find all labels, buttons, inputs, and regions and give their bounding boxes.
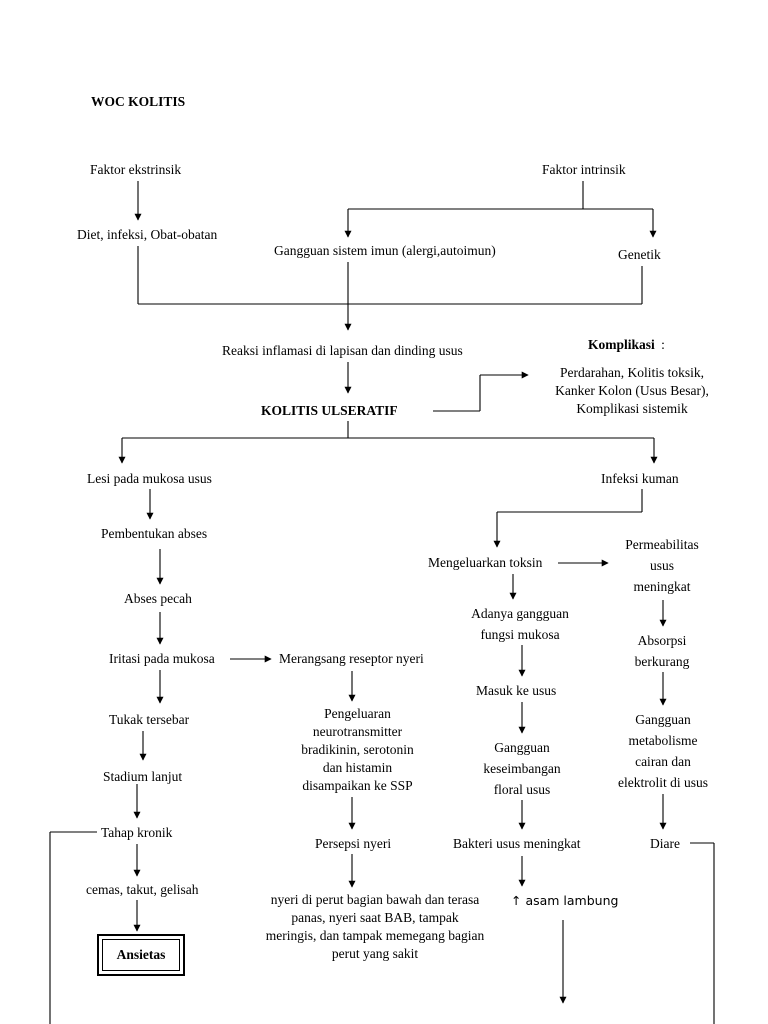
node-diet: Diet, infeksi, Obat-obatan	[77, 227, 218, 242]
komplikasi-line: Perdarahan, Kolitis toksik,	[560, 365, 704, 380]
node-keseimbangan-floral: Gangguan keseimbangan floral usus	[462, 737, 582, 800]
node-persepsi-nyeri: Persepsi nyeri	[315, 836, 392, 851]
nyeri-line: perut yang sakit	[331, 946, 419, 961]
keseimbangan-line: keseimbangan	[483, 761, 561, 776]
node-reaksi-inflamasi: Reaksi inflamasi di lapisan dan dinding …	[222, 343, 463, 358]
komplikasi-label: Komplikasi	[588, 337, 655, 352]
node-pembentukan-abses: Pembentukan abses	[101, 526, 208, 541]
node-infeksi-kuman: Infeksi kuman	[601, 471, 679, 486]
connectors	[49, 181, 715, 1024]
node-tahap-kronik: Tahap kronik	[101, 825, 173, 840]
node-ansietas-box: Ansietas	[97, 934, 185, 976]
pengeluaran-line: bradikinin, serotonin	[301, 742, 414, 757]
page-title: WOC KOLITIS	[91, 94, 186, 109]
node-bakteri-meningkat: Bakteri usus meningkat	[453, 836, 581, 851]
komplikasi-line: Kanker Kolon (Usus Besar),	[555, 383, 709, 398]
adanya-line: fungsi mukosa	[480, 627, 560, 642]
node-merangsang: Merangsang reseptor nyeri	[279, 651, 424, 666]
permeabilitas-line: usus	[649, 558, 674, 573]
absorpsi-line: Absorpsi	[637, 633, 687, 648]
metabolisme-line: cairan dan	[635, 754, 691, 769]
node-kolitis-ulseratif: KOLITIS ULSERATIF	[261, 403, 398, 418]
node-diare: Diare	[650, 836, 680, 851]
absorpsi-line: berkurang	[634, 654, 690, 669]
nyeri-line: nyeri di perut bagian bawah dan terasa	[270, 892, 480, 907]
node-mengeluarkan-toksin: Mengeluarkan toksin	[428, 555, 543, 570]
komplikasi-list: Perdarahan, Kolitis toksik, Kanker Kolon…	[532, 364, 732, 418]
node-cemas: cemas, takut, gelisah	[86, 882, 199, 897]
metabolisme-line: elektrolit di usus	[618, 775, 708, 790]
node-iritasi: Iritasi pada mukosa	[109, 651, 215, 666]
pengeluaran-line: Pengeluaran	[324, 706, 391, 721]
node-asam-lambung: ↑ asam lambung	[511, 893, 619, 908]
node-permeabilitas: Permeabilitas usus meningkat	[602, 534, 722, 597]
node-pengeluaran: Pengeluaran neurotransmitter bradikinin,…	[270, 705, 445, 795]
node-abses-pecah: Abses pecah	[124, 591, 192, 606]
pengeluaran-line: neurotransmitter	[312, 724, 403, 739]
keseimbangan-line: floral usus	[493, 782, 551, 797]
nyeri-line: meringis, dan tampak memegang bagian	[265, 928, 485, 943]
node-ansietas: Ansietas	[102, 939, 180, 971]
komplikasi-colon: :	[661, 337, 665, 352]
pengeluaran-line: dan histamin	[322, 760, 393, 775]
komplikasi-heading: Komplikasi :	[588, 334, 665, 355]
node-stadium: Stadium lanjut	[103, 769, 183, 784]
node-faktor-intrinsik: Faktor intrinsik	[542, 162, 626, 177]
node-adanya-gangguan: Adanya gangguan fungsi mukosa	[450, 603, 590, 645]
node-lesi: Lesi pada mukosa usus	[87, 471, 212, 486]
komplikasi-line: Komplikasi sistemik	[576, 401, 688, 416]
metabolisme-line: metabolisme	[628, 733, 698, 748]
node-nyeri: nyeri di perut bagian bawah dan terasa p…	[240, 891, 510, 963]
node-faktor-ekstrinsik: Faktor ekstrinsik	[90, 162, 182, 177]
pengeluaran-line: disampaikan ke SSP	[302, 778, 413, 793]
node-absorpsi: Absorpsi berkurang	[602, 630, 722, 672]
adanya-line: Adanya gangguan	[471, 606, 569, 621]
node-genetik: Genetik	[618, 247, 661, 262]
keseimbangan-line: Gangguan	[494, 740, 550, 755]
node-masuk-ke-usus: Masuk ke usus	[476, 683, 557, 698]
permeabilitas-line: Permeabilitas	[625, 537, 699, 552]
metabolisme-line: Gangguan	[635, 712, 691, 727]
node-tukak: Tukak tersebar	[109, 712, 190, 727]
nyeri-line: panas, nyeri saat BAB, tampak	[291, 910, 459, 925]
node-gangguan-imun: Gangguan sistem imun (alergi,autoimun)	[274, 243, 496, 258]
permeabilitas-line: meningkat	[633, 579, 691, 594]
node-metabolisme: Gangguan metabolisme cairan dan elektrol…	[602, 709, 724, 793]
